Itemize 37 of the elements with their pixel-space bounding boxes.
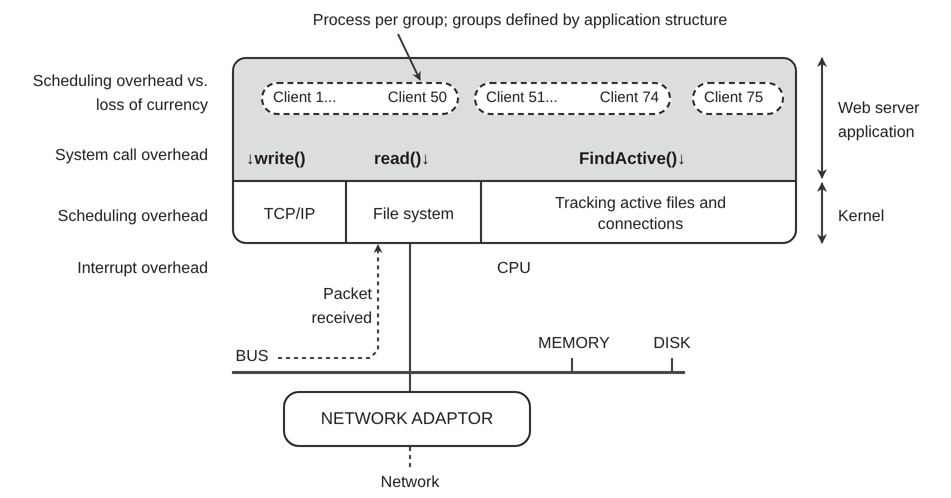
system-call: FindActive()↓ (579, 148, 686, 170)
connector-line (671, 358, 673, 371)
annotation-text: Scheduling overhead vs. loss of currency (32, 72, 208, 116)
text-label: Network (380, 473, 440, 493)
client-label: Client 51... (486, 88, 558, 108)
annotation-text: Kernel (838, 207, 884, 227)
client-label: Client 1... (273, 88, 336, 108)
client-label: Client 50 (388, 88, 447, 108)
system-call: read()↓ (374, 148, 430, 170)
annotation-text: System call overhead (55, 146, 208, 166)
annotation-text: Web server application (838, 99, 921, 143)
client-group (261, 82, 459, 115)
text-label: BUS (236, 347, 268, 367)
connector-line (397, 34, 421, 81)
module-label: TCP/IP (264, 204, 316, 224)
module-label: File system (373, 204, 454, 224)
text-label: Process per group; groups defined by application structure (312, 11, 728, 31)
annotation-text: Interrupt overhead (77, 259, 208, 279)
text-label: MEMORY (538, 334, 610, 354)
module-label: Tracking active files and connections (554, 194, 728, 235)
bus-line (232, 371, 685, 374)
client-label: Client 74 (600, 88, 659, 108)
client-group (474, 82, 671, 115)
cpu-box (232, 57, 797, 244)
annotation-text: CPU (497, 259, 531, 279)
connector-line (409, 244, 411, 371)
text-label: DISK (653, 334, 691, 354)
dashed-arrow (278, 244, 382, 359)
adaptor-box (283, 391, 531, 447)
application-band (234, 59, 795, 182)
system-call: ↓write() (246, 148, 306, 170)
annotation-text: Scheduling overhead (58, 207, 208, 227)
connector-line (409, 374, 411, 391)
adaptor-label: NETWORK ADAPTOR (320, 408, 494, 430)
client-group (692, 82, 784, 115)
connector-line (571, 358, 573, 371)
client-label: Client 75 (704, 88, 764, 108)
